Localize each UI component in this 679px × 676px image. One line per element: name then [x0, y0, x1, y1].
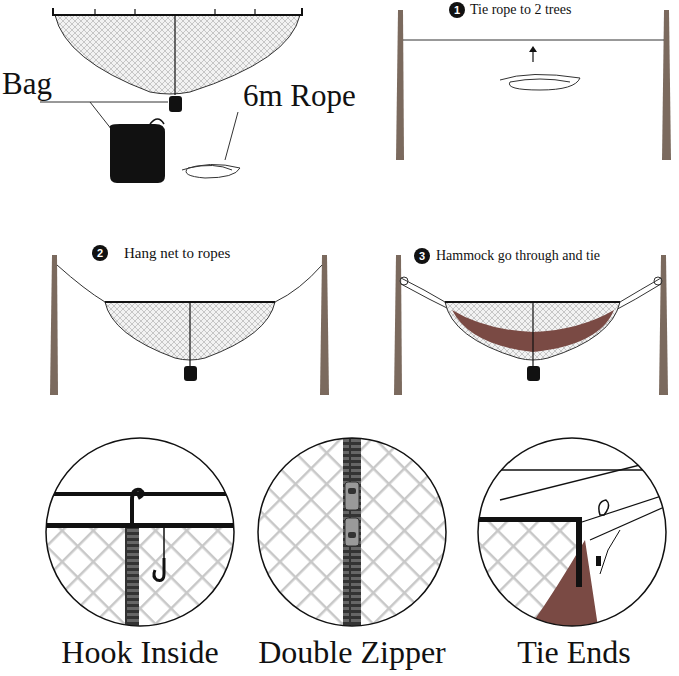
- step-text: Hang net to ropes: [124, 246, 230, 261]
- step-number: 2: [92, 245, 108, 261]
- hook-detail: [40, 430, 240, 648]
- detail-caption: Hook Inside: [61, 636, 218, 668]
- step-text: Tie rope to 2 trees: [470, 3, 571, 17]
- tie-ends-detail: [470, 430, 679, 640]
- step-number: 3: [414, 248, 430, 264]
- detail-caption: Tie Ends: [517, 636, 631, 668]
- step1-illustration: [396, 10, 671, 160]
- zipper-detail: [250, 430, 460, 640]
- step2-illustration: [50, 255, 329, 395]
- part-name: Bag: [2, 68, 52, 99]
- part-name: 6m Rope: [243, 80, 356, 111]
- callout-number: 3: [419, 251, 425, 262]
- step-number: 1: [449, 2, 465, 18]
- detail-caption: Double Zipper: [258, 636, 446, 668]
- step-text: Hammock go through and tie: [436, 249, 600, 263]
- step3-illustration: [394, 255, 668, 395]
- callout-number: 2: [97, 248, 103, 259]
- callout-number: 1: [454, 5, 460, 16]
